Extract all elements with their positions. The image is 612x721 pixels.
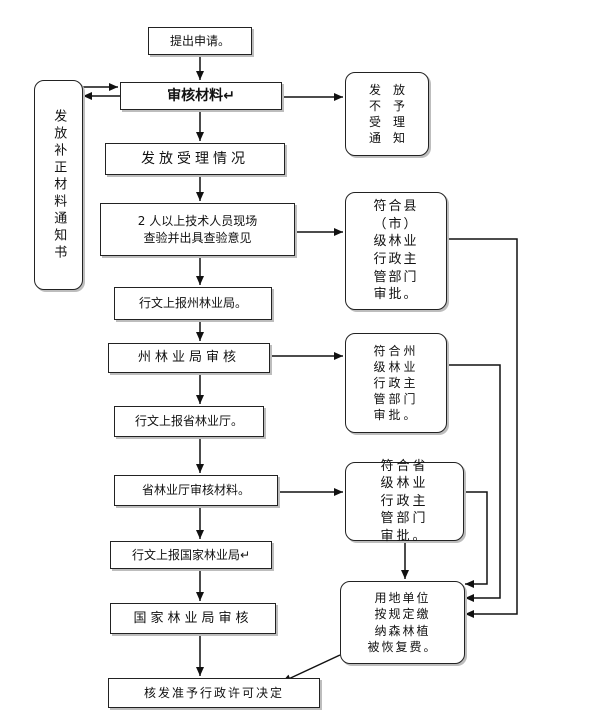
step-report-province-forestry: 行文上报省林业厅。 [114,406,264,437]
note-forest-restoration-fee: 用地单位 按规定缴 纳森林植 被恢复费。 [340,581,465,664]
approval-state: 符合州 级林业 行政主 管部门 审批。 [345,333,447,433]
step-report-national-forestry: 行文上报国家林业局↵ [110,541,272,569]
step-review-materials: 审核材料↵ [120,82,282,110]
step-issue-acceptance: 发放受理情况 [105,143,285,175]
step-national-forestry-review: 国家林业局审核 [110,603,276,634]
line-county-to-fee [447,238,518,618]
approval-county: 符合县 （市） 级林业 行政主 管部门 审批。 [345,192,447,310]
step-report-state-forestry: 行文上报州林业局。 [114,287,272,320]
step-onsite-inspection: 2 人以上技术人员现场 查验并出具查验意见 [100,203,295,256]
approval-province: 符合省 级林业 行政主 管部门 审批。 [345,459,464,544]
note-not-accepted: 发 放 不 予 受 理 通 知 [345,72,429,156]
step-apply: 提出申请。 [148,27,252,55]
line-state-to-fee [447,364,501,602]
step-province-forestry-review: 省林业厅审核材料。 [114,475,278,506]
note-supplement-materials: 发放补正材料通知书 [34,80,83,290]
arrow-fee-to-decision [281,654,341,683]
step-state-forestry-review: 州林业局审核 [108,343,270,373]
line-province-to-fee [464,491,488,588]
note-supplement-text: 发放补正材料通知书 [51,108,67,262]
step-issue-license-decision: 核发准予行政许可决定 [108,678,320,708]
